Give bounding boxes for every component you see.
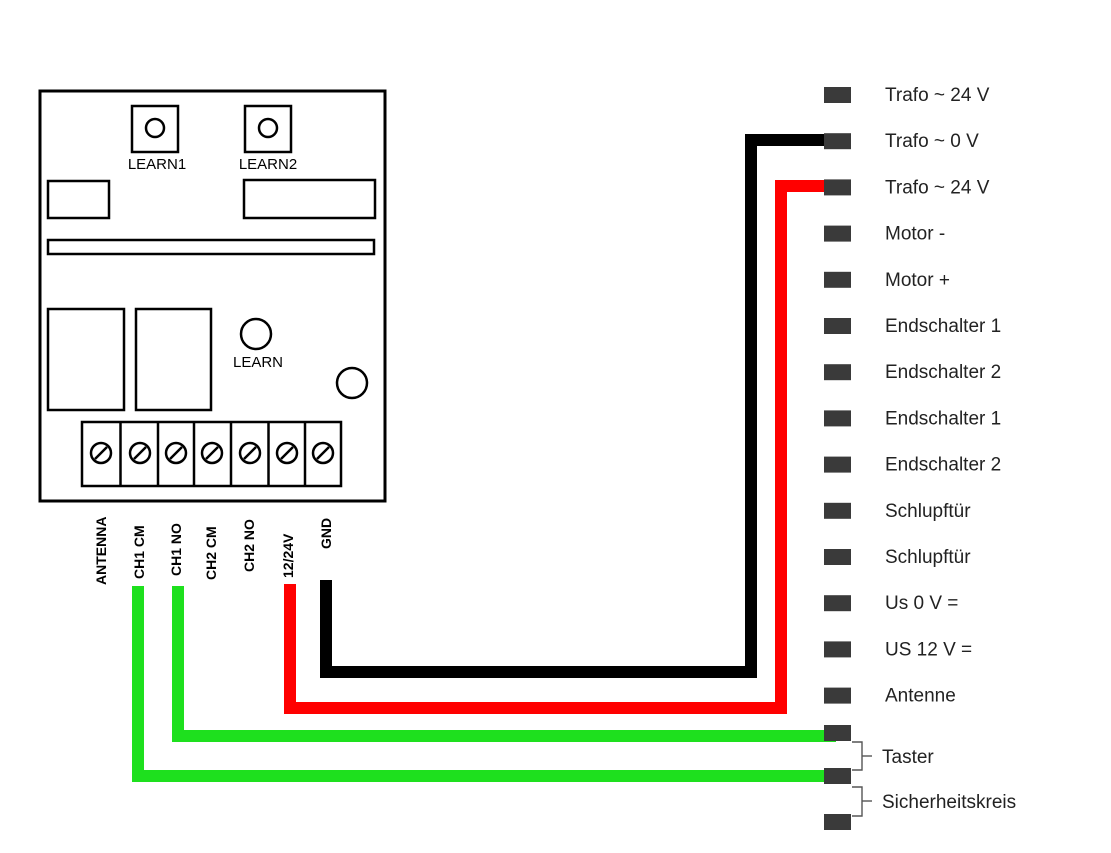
receiver-board: LEARN1 LEARN2 LEARN [38, 89, 387, 503]
terminal-strip-label: Trafo ~ 24 V [885, 177, 990, 198]
terminal-square [824, 225, 851, 242]
terminal-strip-label: Schlupftür [885, 547, 971, 568]
screw-slot [243, 446, 257, 460]
terminal-square [824, 595, 851, 612]
terminal-strip-label: Trafo ~ 24 V [885, 85, 990, 106]
terminal-square [824, 133, 851, 150]
screw-slot [94, 446, 108, 460]
terminal-square [824, 549, 851, 565]
wire-gnd-black [320, 134, 836, 678]
learn-label: LEARN [233, 354, 283, 371]
terminal-strip-label: Endschalter 2 [885, 455, 1001, 476]
terminal-label-ch2-no: CH2 NO [241, 519, 257, 572]
terminal-square [824, 456, 851, 473]
terminal-strip-label: Us 0 V = [885, 593, 958, 614]
terminal-strip-label: Trafo ~ 0 V [885, 131, 979, 152]
screw-slot [133, 446, 147, 460]
terminal-strip-label: Motor + [885, 270, 950, 291]
terminal-square [824, 364, 851, 381]
terminal-strip-label: Endschalter 1 [885, 316, 1001, 337]
mounting-hole [335, 366, 369, 400]
learn1-label: LEARN1 [128, 156, 186, 173]
terminal-square [824, 725, 851, 741]
learn-button [239, 317, 273, 351]
terminal-strip-label: Motor - [885, 224, 945, 245]
component-strip [46, 238, 376, 256]
terminal-square [824, 687, 851, 704]
terminal-square [824, 87, 851, 103]
bracket-taster [852, 741, 863, 771]
group-label-taster: Taster [882, 747, 934, 768]
terminal-square [824, 641, 851, 658]
terminal-square [824, 502, 851, 519]
wire-12-24v-red [284, 180, 836, 714]
terminal-strip-label: Endschalter 1 [885, 408, 1001, 429]
relay-1 [46, 307, 126, 412]
terminal-label-ch1-cm: CH1 CM [131, 525, 147, 579]
bracket-sicherheitskreis [852, 786, 863, 817]
terminal-square [824, 768, 851, 784]
group-label-sicherheitskreis: Sicherheitskreis [882, 792, 1016, 813]
learn2-label: LEARN2 [239, 156, 297, 173]
terminal-strip-label: Antenne [885, 686, 956, 707]
component-wide-right [242, 178, 377, 220]
terminal-strip: Trafo ~ 24 V Trafo ~ 0 V Trafo ~ 24 V Motor… [824, 85, 1001, 830]
terminal-label-gnd: GND [318, 518, 334, 549]
screw-slot [280, 446, 294, 460]
screw-slot [205, 446, 219, 460]
screw-slot [316, 446, 330, 460]
board-terminal-labels: ANTENNA CH1 CM CH1 NO CH2 CM CH2 NO 12/2… [93, 517, 334, 585]
learn2-button [243, 104, 293, 154]
screws [89, 422, 335, 486]
terminal-label-antenna: ANTENNA [93, 517, 109, 585]
terminal-strip-label: Schlupftür [885, 501, 971, 522]
wire-ch1-cm-green [132, 586, 836, 782]
terminal-square [824, 318, 851, 334]
terminal-strip-label: Endschalter 2 [885, 362, 1001, 383]
terminal-strip-label: US 12 V = [885, 639, 972, 660]
wires [132, 134, 836, 782]
component-small-left [46, 179, 111, 220]
terminal-square [824, 271, 851, 288]
terminal-label-12-24v: 12/24V [280, 533, 296, 578]
relay-2 [134, 307, 213, 412]
screw-slot [169, 446, 183, 460]
terminal-square [824, 410, 851, 427]
terminal-square [824, 814, 851, 830]
group-brackets: Taster Sicherheitskreis [852, 741, 1016, 817]
learn1-button [130, 104, 180, 154]
terminal-label-ch1-no: CH1 NO [168, 523, 184, 576]
terminal-square [824, 179, 851, 196]
terminal-label-ch2-cm: CH2 CM [203, 526, 219, 580]
wire-ch1-no-green [172, 586, 836, 742]
